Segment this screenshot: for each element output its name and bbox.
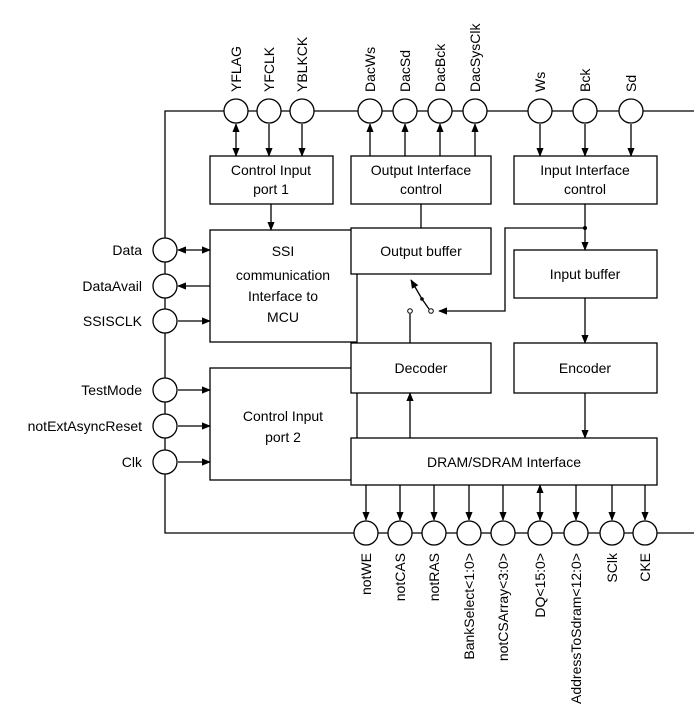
pin-ssisclk bbox=[152, 308, 178, 334]
pin-bck bbox=[572, 98, 598, 124]
pin-yflag bbox=[223, 98, 249, 124]
ssi-interface-block bbox=[209, 229, 358, 343]
decoder-label: Decoder bbox=[395, 360, 448, 376]
label-sd: Sd bbox=[623, 75, 639, 92]
input-buffer-label: Input buffer bbox=[550, 266, 621, 282]
label-cke: CKE bbox=[637, 553, 653, 582]
top-pins: YFLAG YFCLK YBLKCK DacWs DacSd DacBck Da… bbox=[223, 23, 644, 124]
label-dacsd: DacSd bbox=[397, 50, 413, 92]
pin-yblkck bbox=[289, 98, 315, 124]
pin-dq bbox=[527, 520, 553, 546]
label-dataavail: DataAvail bbox=[82, 278, 142, 294]
label-data: Data bbox=[112, 242, 142, 258]
input-buffer-block bbox=[513, 249, 658, 299]
input-interface-line-1: Input Interface bbox=[540, 162, 630, 178]
left-pins: Data DataAvail SSISCLK TestMode notExtAs… bbox=[28, 237, 178, 475]
input-interface-line-2: control bbox=[564, 181, 606, 197]
left-connections bbox=[177, 246, 211, 466]
pin-yfclk bbox=[256, 98, 282, 124]
bottom-pins: notWE notCAS notRAS BankSelect<1:0> notC… bbox=[353, 520, 658, 704]
pin-cke bbox=[632, 520, 658, 546]
label-yflag: YFLAG bbox=[228, 46, 244, 92]
label-testmode: TestMode bbox=[81, 382, 142, 398]
pin-notras bbox=[421, 520, 447, 546]
encoder-block bbox=[513, 342, 658, 394]
pin-bankselect bbox=[456, 520, 482, 546]
bottom-connections bbox=[362, 484, 649, 521]
output-buffer-label: Output buffer bbox=[380, 243, 462, 259]
label-dacbck: DacBck bbox=[432, 43, 448, 92]
label-sclk: SClk bbox=[604, 552, 620, 583]
control-input-port-2-block bbox=[209, 367, 358, 481]
output-interface-line-1: Output Interface bbox=[371, 162, 472, 178]
pin-ws bbox=[527, 98, 553, 124]
label-yfclk: YFCLK bbox=[261, 46, 277, 92]
pin-dataavail bbox=[152, 273, 178, 299]
top-connections bbox=[232, 123, 635, 157]
control-input-2-line-2: port 2 bbox=[265, 429, 301, 445]
ssi-line-2: communication bbox=[236, 267, 330, 283]
pin-testmode bbox=[152, 377, 178, 403]
label-notextasyncreset: notExtAsyncReset bbox=[28, 418, 142, 434]
label-notcsarray: notCSArray<3:0> bbox=[495, 553, 511, 661]
ssi-line-4: MCU bbox=[267, 309, 299, 325]
dram-interface-label: DRAM/SDRAM Interface bbox=[427, 454, 581, 470]
encoder-label: Encoder bbox=[559, 360, 611, 376]
pin-notcas bbox=[387, 520, 413, 546]
label-clk: Clk bbox=[122, 454, 143, 470]
pin-notwe bbox=[353, 520, 379, 546]
label-notcas: notCAS bbox=[392, 553, 408, 601]
pin-addresstosdram bbox=[563, 520, 589, 546]
pin-sclk bbox=[599, 520, 625, 546]
ssi-line-1: SSI bbox=[272, 243, 295, 259]
pin-dacbck bbox=[427, 98, 453, 124]
control-input-2-line-1: Control Input bbox=[243, 408, 323, 424]
label-dacws: DacWs bbox=[362, 47, 378, 92]
dram-sdram-interface-block bbox=[350, 437, 658, 486]
label-addresstosdram: AddressToSdram<12:0> bbox=[568, 553, 584, 704]
pin-notcsarray bbox=[490, 520, 516, 546]
label-notras: notRAS bbox=[426, 553, 442, 601]
output-interface-line-2: control bbox=[400, 181, 442, 197]
label-notwe: notWE bbox=[358, 553, 374, 595]
label-dq: DQ<15:0> bbox=[532, 553, 548, 618]
pin-data bbox=[152, 237, 178, 263]
decoder-block bbox=[350, 342, 492, 394]
label-bankselect: BankSelect<1:0> bbox=[461, 553, 477, 660]
pin-sd bbox=[618, 98, 644, 124]
label-dacsysclk: DacSysClk bbox=[467, 23, 483, 92]
pin-dacsd bbox=[392, 98, 418, 124]
pin-dacws bbox=[357, 98, 383, 124]
internal-connections bbox=[267, 204, 589, 439]
label-yblkck: YBLKCK bbox=[294, 36, 310, 92]
control-input-1-line-1: Control Input bbox=[231, 162, 311, 178]
label-ssisclk: SSISCLK bbox=[83, 313, 143, 329]
output-interface-block bbox=[350, 155, 492, 205]
label-ws: Ws bbox=[532, 72, 548, 92]
pin-dacsysclk bbox=[462, 98, 488, 124]
control-input-1-line-2: port 1 bbox=[253, 181, 289, 197]
output-buffer-block bbox=[350, 227, 492, 275]
ssi-line-3: Interface to bbox=[248, 288, 318, 304]
pin-notextasyncreset bbox=[152, 413, 178, 439]
pin-clk bbox=[152, 449, 178, 475]
label-bck: Bck bbox=[577, 68, 593, 92]
